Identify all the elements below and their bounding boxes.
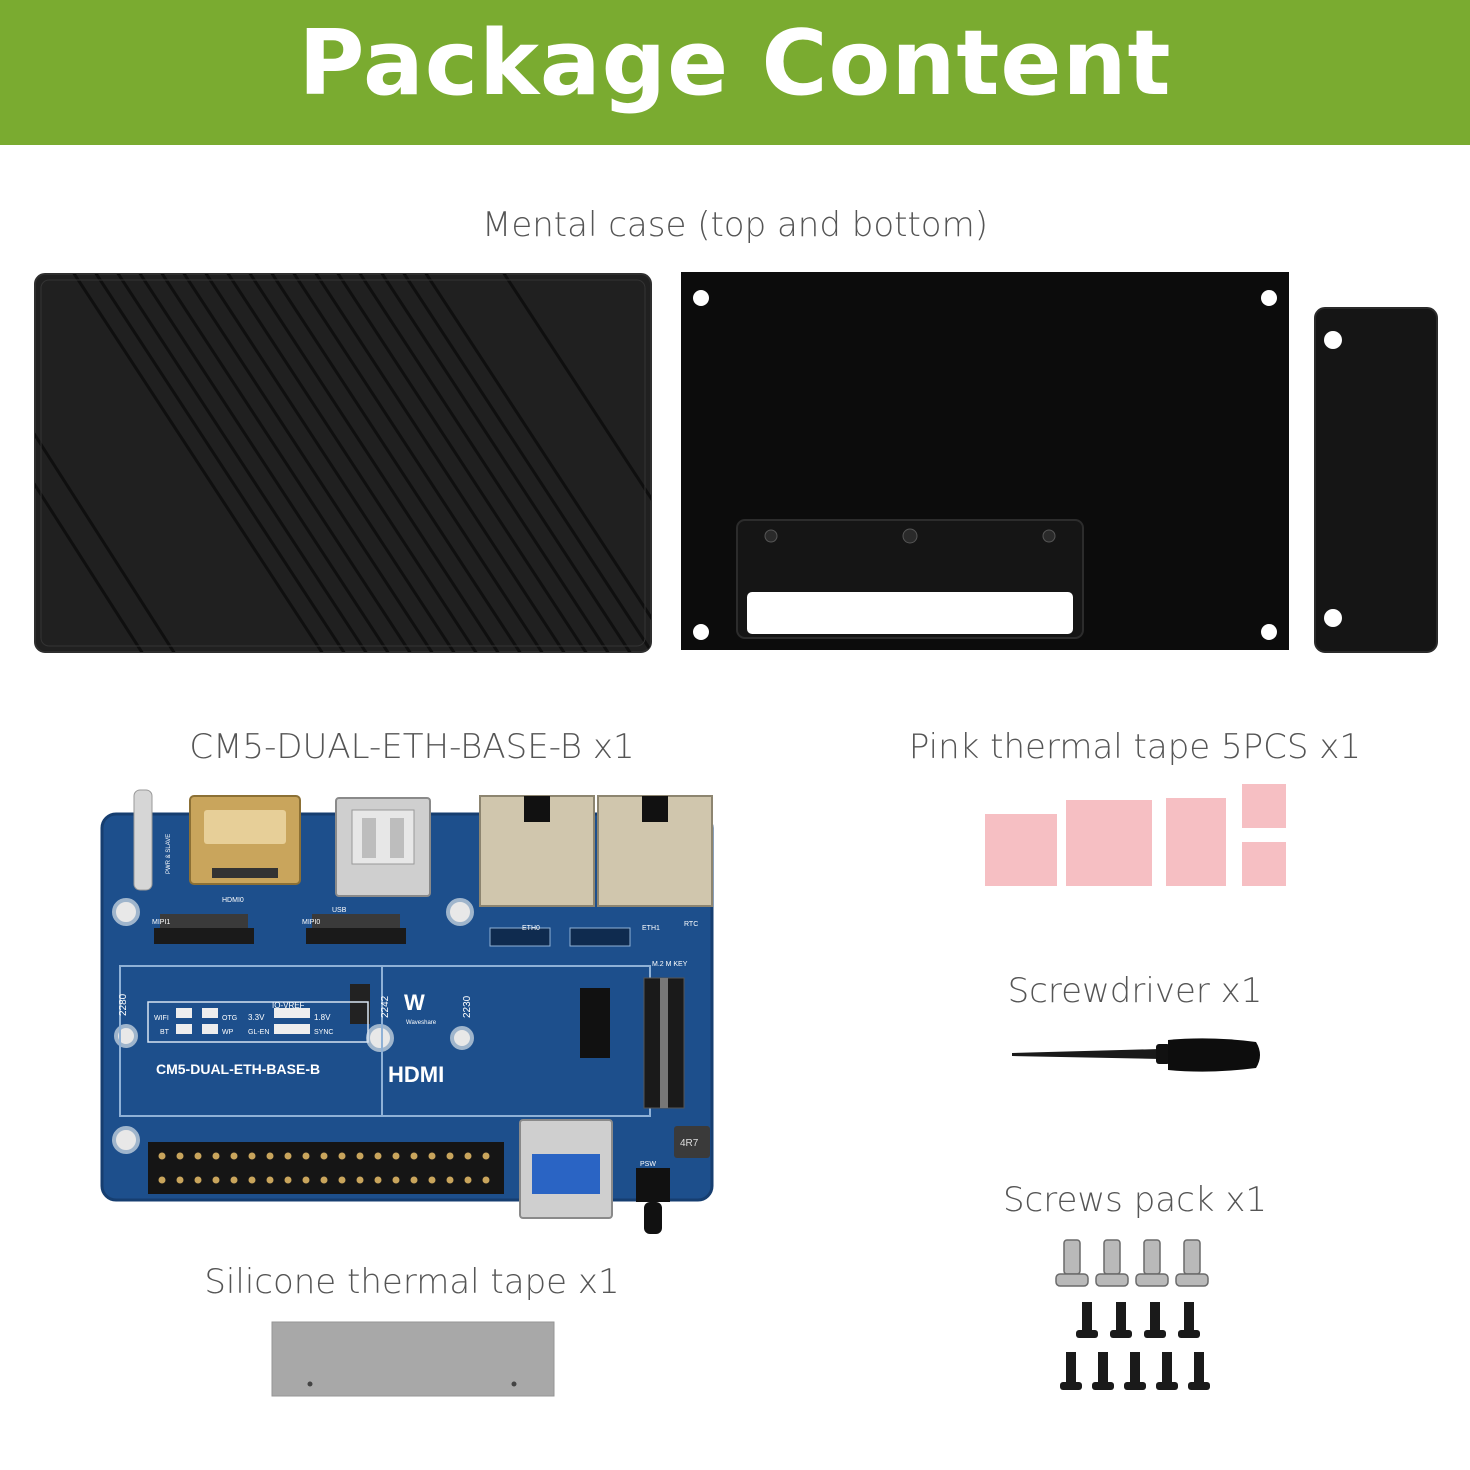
metal-case-top	[34, 273, 652, 653]
pink-thermal-tape	[985, 784, 1286, 886]
silk-bt: BT	[160, 1029, 170, 1036]
silicone-tape-label: Silicone thermal tape x1	[204, 1262, 620, 1302]
silk-rtc: RTC	[684, 921, 698, 928]
screws-pack-icon	[1055, 1239, 1210, 1390]
screwdriver-icon	[1012, 1038, 1260, 1072]
base-board-label: CM5-DUAL-ETH-BASE-B x1	[189, 727, 635, 767]
waveshare-logo-icon: W	[404, 990, 425, 1015]
silk-ioref: IO-VREF	[272, 1001, 305, 1010]
silk-mipi1: MIPI1	[152, 919, 170, 926]
pink-tape-label: Pink thermal tape 5PCS x1	[908, 727, 1362, 767]
silk-18v: 1.8V	[314, 1013, 331, 1022]
page-title: Package Content	[298, 11, 1172, 116]
silk-33v: 3.3V	[248, 1013, 265, 1022]
silk-wp: WP	[222, 1029, 234, 1036]
silk-sync: SYNC	[314, 1029, 333, 1036]
silk-psw: PSW	[640, 1161, 656, 1168]
metal-case-side-cover	[1314, 307, 1438, 653]
silk-inductor: 4R7	[680, 1138, 699, 1149]
silk-brand: Waveshare	[406, 1020, 437, 1026]
screwdriver-label: Screwdriver x1	[1007, 971, 1263, 1011]
silk-wifi: WIFI	[154, 1015, 169, 1022]
silk-mipi0: MIPI0	[302, 919, 320, 926]
silk-otg: OTG	[222, 1015, 237, 1022]
silk-mkey: M.2 M KEY	[652, 961, 688, 968]
screws-label: Screws pack x1	[1002, 1180, 1268, 1220]
metal-case-bottom	[681, 272, 1289, 650]
silk-hdmi: HDMI	[388, 1062, 444, 1087]
header-banner: Package Content	[0, 0, 1470, 145]
silk-2230: 2230	[462, 995, 473, 1018]
silk-2280: 2280	[118, 993, 129, 1016]
silk-glen: GL-EN	[248, 1029, 269, 1036]
silk-eth1: ETH1	[642, 925, 660, 932]
silk-pwr: PWR & SLAVE	[166, 834, 172, 874]
silicone-thermal-tape	[271, 1321, 555, 1397]
silk-eth0: ETH0	[522, 925, 540, 932]
silk-usb: USB	[332, 907, 347, 914]
silk-name: CM5-DUAL-ETH-BASE-B	[156, 1061, 320, 1077]
base-board-pcb: CM5-DUAL-ETH-BASE-B HDMI HDMI0 USB ETH0 …	[100, 789, 714, 1234]
metal-case-label: Mental case (top and bottom)	[482, 205, 988, 245]
silk-hdmi0: HDMI0	[222, 897, 244, 904]
silk-2242: 2242	[380, 995, 391, 1018]
